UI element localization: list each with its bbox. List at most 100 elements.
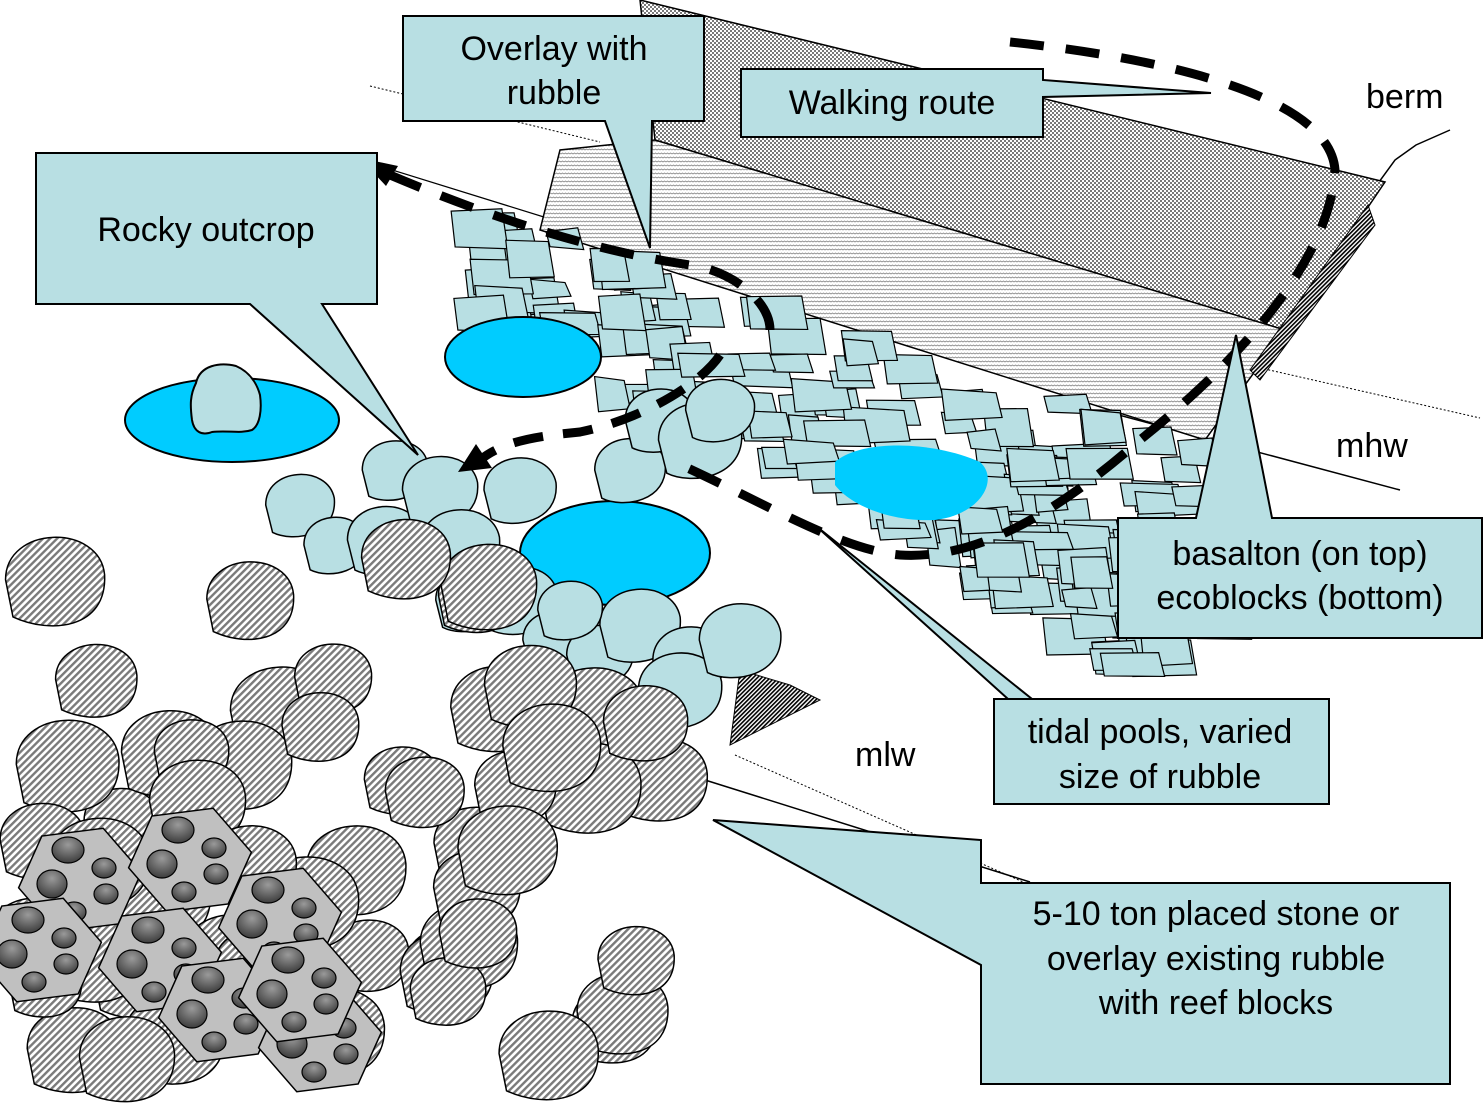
placed-stone (498, 1010, 599, 1101)
callout-overlay-with-rubble: Overlay with rubble (402, 15, 705, 249)
reef-block-hole (191, 966, 225, 994)
reef-block-hole (116, 949, 148, 979)
reef-block-hole (51, 927, 77, 949)
placed-stone (206, 561, 295, 641)
reef-block-hole (311, 967, 337, 989)
callout-line: overlay existing rubble (1047, 940, 1385, 978)
placed-stone (384, 756, 465, 829)
rubble-piece (1080, 408, 1127, 446)
rubble-piece (768, 353, 815, 374)
placed-stone (281, 691, 360, 762)
reef-block-hole (201, 837, 227, 859)
boulder (483, 457, 557, 525)
callout-box (1117, 334, 1483, 639)
callout-box (35, 152, 419, 456)
reef-block-hole (201, 1031, 227, 1053)
callout-line: Overlay with (460, 30, 647, 68)
rubble-piece (882, 353, 939, 385)
placed-stone (457, 805, 558, 896)
reef-block-hole (333, 1043, 359, 1065)
walking-route-branch-upper (388, 170, 775, 331)
callout-box (815, 525, 1330, 805)
rubble-piece (747, 410, 793, 439)
callout-box (402, 15, 705, 249)
rubble-piece (940, 388, 1003, 421)
reef-block-hole (21, 971, 47, 993)
reef-block (237, 937, 363, 1043)
callout-placed-stone: 5-10 ton placed stone or overlay existin… (712, 819, 1451, 1085)
reef-block-hole (291, 897, 317, 919)
placed-stone (409, 957, 487, 1026)
reef-block-hole (271, 946, 305, 974)
reef-block-hole (91, 857, 117, 879)
boulder (264, 473, 336, 538)
ecoblock-strip-lower (729, 669, 822, 746)
placed-stone (78, 1016, 176, 1103)
boulder (684, 378, 756, 443)
rubble-piece (966, 428, 1002, 452)
reef-block-hole (131, 916, 165, 944)
reef-block-hole (301, 1061, 327, 1083)
reef-block-hole (146, 849, 178, 879)
callout-line: tidal pools, varied (1028, 713, 1293, 751)
callout-line: rubble (507, 74, 602, 112)
tidal-pool (444, 316, 602, 398)
rubble-piece (782, 438, 841, 465)
route-arrowhead-lower (458, 444, 492, 472)
outcrop-stone (189, 363, 262, 435)
callout-walking-route: Walking route (740, 68, 1212, 138)
reef-block-hole (171, 937, 197, 959)
walking-route-branch-lower (477, 352, 724, 464)
reef-block-hole (171, 881, 197, 903)
reef-block-hole (233, 1013, 259, 1035)
placed-stone (597, 925, 675, 996)
reef-block (127, 807, 253, 913)
rubble-piece (597, 293, 647, 332)
reef-block-hole (256, 979, 288, 1009)
tidal-pool (835, 445, 988, 521)
rubble-piece (957, 506, 1004, 535)
rubble-piece (593, 375, 631, 413)
reef-block-hole (313, 993, 339, 1015)
reef-block (0, 897, 103, 1003)
rubble-piece (842, 338, 880, 367)
reef-block-hole (281, 1011, 307, 1033)
callout-box (740, 68, 1212, 138)
rubble-piece (1069, 612, 1119, 640)
rubble-piece (802, 419, 872, 448)
callout-line: 5-10 ton placed stone or (1033, 895, 1400, 933)
rubble-piece (972, 542, 1031, 578)
boulder (537, 580, 603, 641)
placed-stone (602, 684, 689, 762)
mlw-label: mlw (855, 736, 916, 774)
placed-stone (360, 518, 452, 600)
callout-line: Walking route (789, 84, 996, 122)
reef-block-hole (141, 981, 167, 1003)
callout-box (712, 819, 1451, 1085)
reef-block-hole (203, 863, 229, 885)
rubble-piece (1099, 652, 1166, 678)
rubble-piece (1006, 447, 1061, 483)
reef-block-hole (236, 909, 268, 939)
reef-block-hole (161, 816, 195, 844)
callout-line: size of rubble (1059, 758, 1261, 796)
reef-block-hole (53, 953, 79, 975)
rubble-piece (528, 278, 572, 300)
reef-block-hole (11, 906, 45, 934)
dotted-reference-line-upper (369, 85, 601, 143)
boulder (698, 602, 782, 679)
rubble-piece (1070, 556, 1114, 589)
ecoblock-strip (1249, 203, 1376, 381)
reef-block-hole (251, 876, 285, 904)
callout-rocky-outcrop: Rocky outcrop (35, 152, 419, 456)
mhw-label: mhw (1336, 427, 1408, 465)
reef-blocks (0, 807, 383, 1093)
reef-block-hole (51, 836, 85, 864)
placed-stone (15, 719, 120, 813)
placed-stone (440, 543, 538, 631)
reef-block-hole (93, 883, 119, 905)
reef-block-hole (0, 939, 28, 969)
walking-route-path (668, 37, 1340, 560)
callout-line: ecoblocks (bottom) (1156, 579, 1443, 617)
